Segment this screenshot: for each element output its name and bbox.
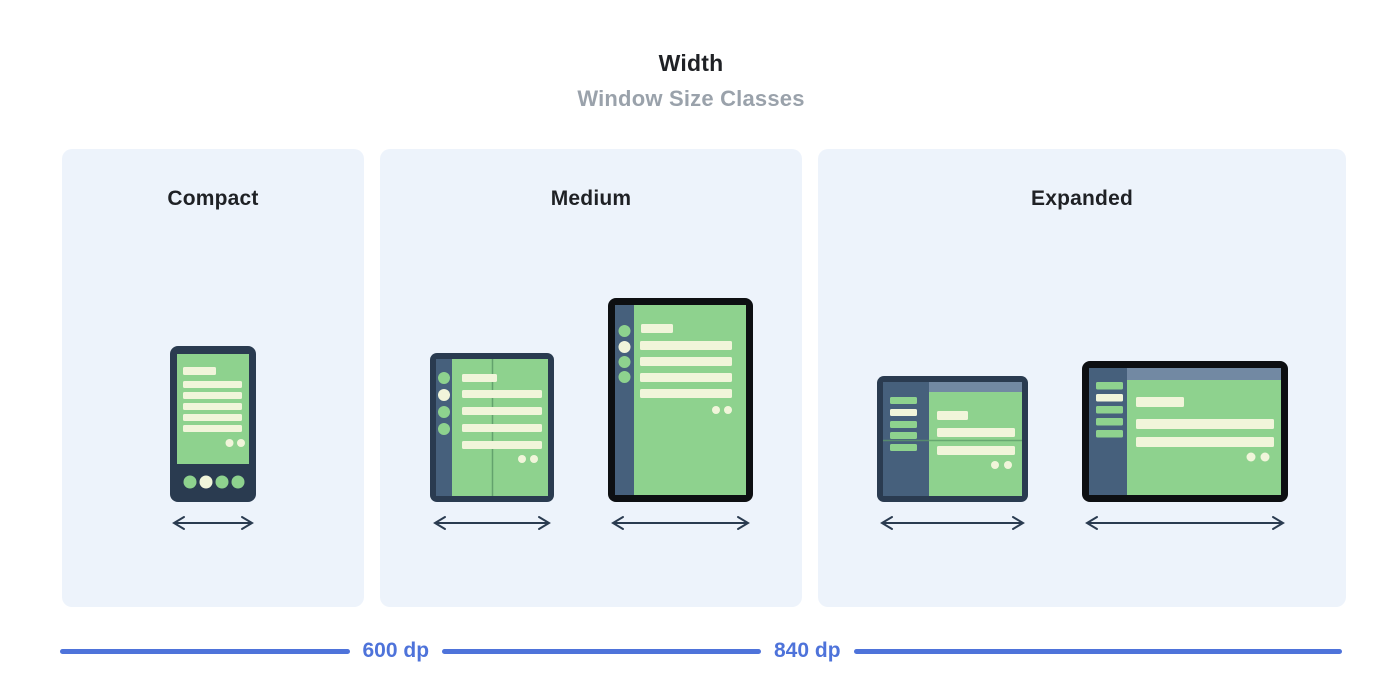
width-double-arrow-icon xyxy=(172,516,254,530)
tablet-portrait-illustration xyxy=(607,298,753,502)
width-double-arrow-icon xyxy=(432,516,551,530)
breakpoint-600dp: 600 dp xyxy=(362,639,430,662)
device-group-foldable-landscape xyxy=(876,376,1028,531)
panel-medium-title: Medium xyxy=(550,187,632,210)
diagram-header: Width Window Size Classes xyxy=(0,50,1382,112)
size-class-panels: Compact xyxy=(0,149,1382,607)
panel-expanded-devices xyxy=(876,361,1288,531)
ruler-line-segment xyxy=(442,648,761,654)
diagram-subtitle: Window Size Classes xyxy=(577,86,805,111)
device-group-foldable-portrait xyxy=(429,353,554,531)
panel-compact-title: Compact xyxy=(167,187,259,210)
width-double-arrow-icon xyxy=(610,516,750,530)
device-group-phone xyxy=(169,346,257,531)
panel-medium: Medium xyxy=(380,149,802,607)
panel-expanded-title: Expanded xyxy=(1031,187,1133,210)
panel-expanded: Expanded xyxy=(818,149,1346,607)
width-double-arrow-icon xyxy=(1084,516,1285,530)
phone-portrait-illustration xyxy=(170,346,256,502)
device-group-tablet-portrait xyxy=(607,298,753,531)
width-ruler: 600 dp 840 dp xyxy=(60,639,1342,663)
device-group-tablet-landscape xyxy=(1081,361,1288,531)
ruler-line-segment xyxy=(853,648,1342,654)
foldable-landscape-illustration xyxy=(876,376,1028,502)
diagram-title: Width xyxy=(658,50,724,76)
foldable-portrait-illustration xyxy=(429,353,554,502)
tablet-landscape-illustration xyxy=(1081,361,1288,502)
ruler-line-segment xyxy=(60,648,350,654)
width-double-arrow-icon xyxy=(879,516,1025,530)
panel-medium-devices xyxy=(429,298,753,531)
breakpoint-840dp: 840 dp xyxy=(774,639,841,662)
panel-compact: Compact xyxy=(62,149,364,607)
panel-compact-devices xyxy=(169,346,257,531)
